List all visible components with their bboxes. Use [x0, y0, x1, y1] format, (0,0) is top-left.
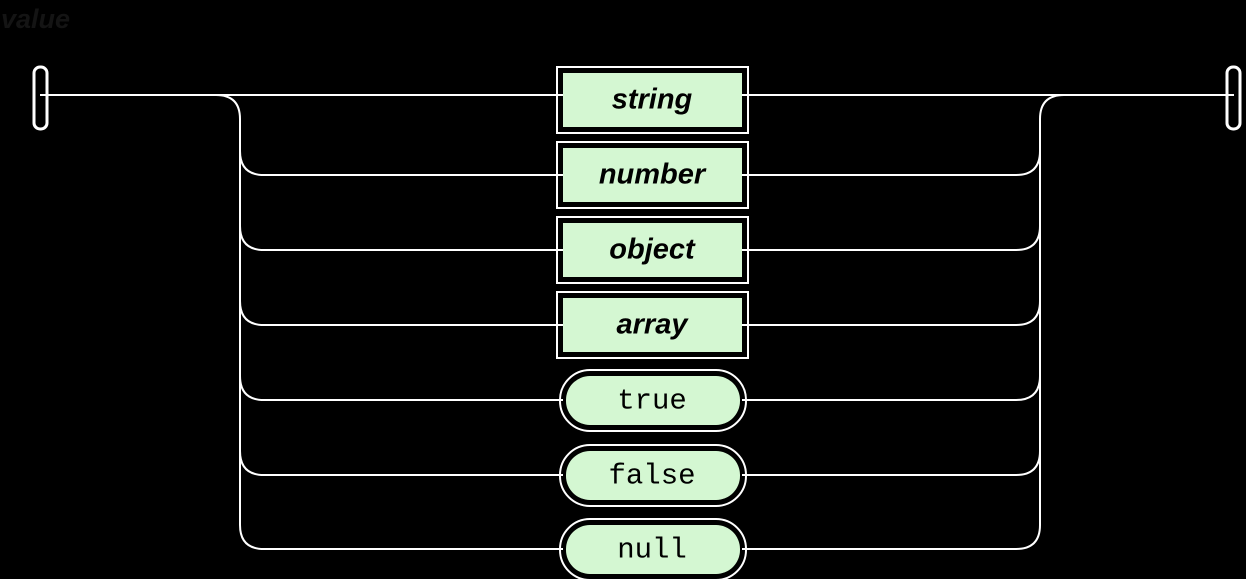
- node-true-fill: [566, 376, 740, 425]
- node-true-label: true: [617, 385, 687, 418]
- rail-left-spine: [215, 94, 265, 550]
- node-true[interactable]: true: [559, 369, 747, 432]
- page-title: value: [1, 4, 71, 34]
- rail-right-spine: [1015, 119, 1041, 550]
- node-false-outline: [559, 444, 747, 507]
- rail-branch-out-4: [742, 300, 1041, 326]
- rail-branch-in-3: [239, 225, 563, 251]
- rail-branch-in-2: [239, 150, 563, 176]
- node-number[interactable]: number: [556, 141, 749, 209]
- node-false[interactable]: false: [559, 444, 747, 507]
- rail-right-join-top: [1039, 94, 1065, 120]
- node-null-fill: [566, 525, 740, 574]
- rail-branch-out-2: [742, 150, 1041, 176]
- node-array-fill: [563, 298, 742, 352]
- node-string-fill: [563, 73, 742, 127]
- node-string[interactable]: string: [556, 66, 749, 134]
- node-object-outline: [556, 216, 749, 284]
- node-number-fill: [563, 148, 742, 202]
- node-string-label: string: [612, 84, 693, 116]
- start-marker: [32, 65, 49, 131]
- node-array-label: array: [617, 309, 690, 341]
- node-object-fill: [563, 223, 742, 277]
- node-null-outline: [559, 518, 747, 579]
- node-number-outline: [556, 141, 749, 209]
- rail-layer: [40, 94, 1234, 550]
- node-number-label: number: [599, 159, 707, 191]
- rail-branch-out-5: [742, 375, 1041, 401]
- node-array-outline: [556, 291, 749, 359]
- node-object-label: object: [609, 234, 696, 266]
- node-array[interactable]: array: [556, 291, 749, 359]
- node-string-outline: [556, 66, 749, 134]
- node-true-outline: [559, 369, 747, 432]
- rail-branch-out-6: [742, 450, 1041, 476]
- rail-branch-out-3: [742, 225, 1041, 251]
- end-marker: [1225, 65, 1242, 131]
- rail-branch-in-4: [239, 300, 563, 326]
- end-markers: [32, 65, 1242, 131]
- node-false-label: false: [608, 460, 695, 493]
- node-null[interactable]: null: [559, 518, 747, 579]
- node-null-label: null: [617, 534, 687, 567]
- rail-branch-in-5: [239, 375, 563, 401]
- node-object[interactable]: object: [556, 216, 749, 284]
- rail-branch-in-6: [239, 450, 563, 476]
- node-false-fill: [566, 451, 740, 500]
